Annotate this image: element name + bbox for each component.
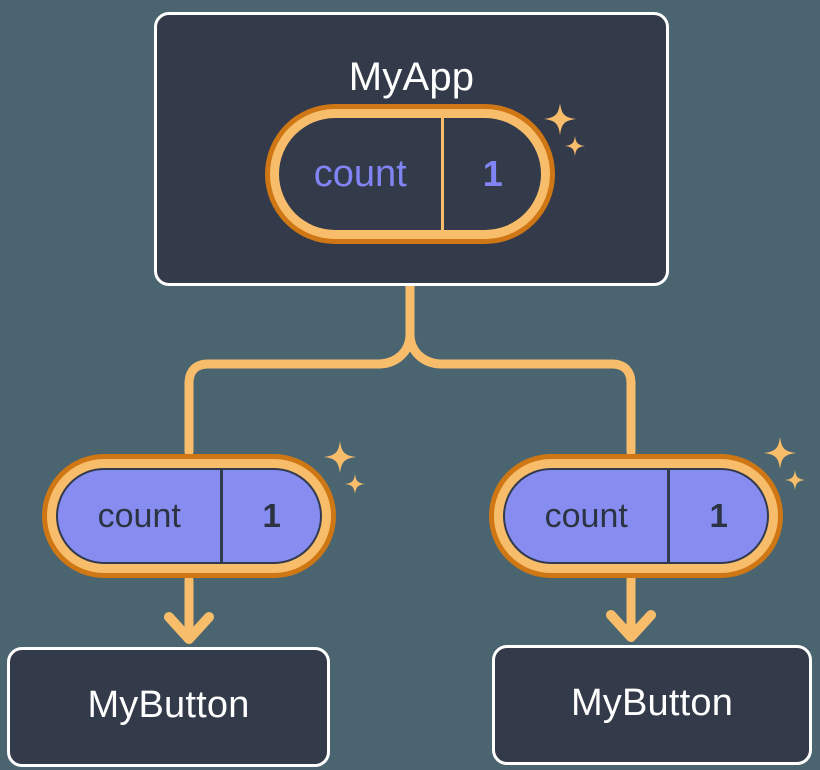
- arrowhead-left-icon: [164, 612, 214, 644]
- mybutton-label: MyButton: [87, 683, 250, 726]
- state-value-label: 1: [262, 497, 281, 534]
- pill-body: count 1: [279, 118, 541, 230]
- pill-inner-ring: count 1: [270, 109, 550, 239]
- state-key-cell: count: [505, 470, 667, 562]
- pill-inner-ring: count 1: [47, 459, 331, 573]
- state-pill-right[interactable]: count 1: [489, 454, 783, 578]
- wire-fork-right: [405, 329, 636, 457]
- pill-body: count 1: [56, 468, 322, 564]
- wire-fork-left: [184, 329, 415, 457]
- pill-inner-ring: count 1: [494, 459, 778, 573]
- state-value-cell: 1: [667, 470, 767, 562]
- state-pill-root[interactable]: count 1: [265, 104, 555, 244]
- state-pill-left[interactable]: count 1: [42, 454, 336, 578]
- state-value-cell: 1: [220, 470, 320, 562]
- state-value-label: 1: [482, 153, 503, 194]
- state-key-label: count: [544, 496, 628, 535]
- state-value-cell: 1: [441, 118, 541, 230]
- mybutton-card-left[interactable]: MyButton: [7, 647, 330, 767]
- state-key-label: count: [313, 152, 407, 195]
- pill-body: count 1: [503, 468, 769, 564]
- mybutton-card-right[interactable]: MyButton: [492, 645, 812, 765]
- mybutton-label: MyButton: [570, 681, 734, 724]
- myapp-title: MyApp: [348, 55, 475, 99]
- state-value-label: 1: [709, 497, 728, 534]
- state-key-cell: count: [58, 470, 220, 562]
- state-key-label: count: [97, 496, 181, 535]
- arrowhead-right-icon: [606, 610, 656, 642]
- state-key-cell: count: [279, 118, 441, 230]
